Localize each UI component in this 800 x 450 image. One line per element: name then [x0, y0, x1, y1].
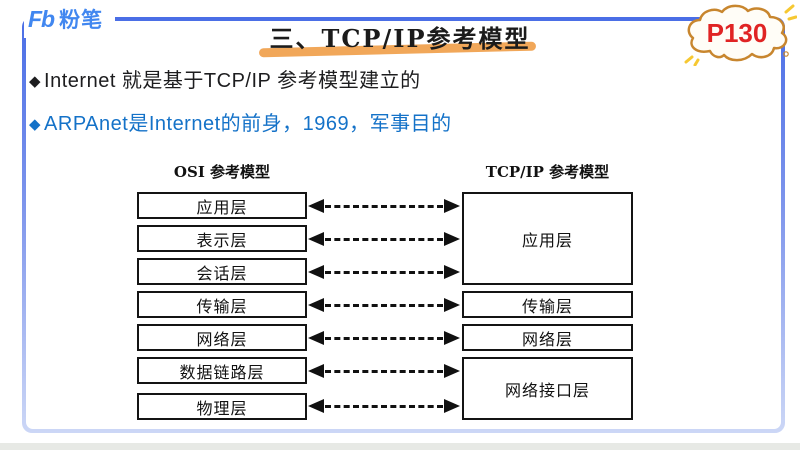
fenbi-logo-icon: Fb — [28, 5, 55, 32]
sparkle-icon — [784, 4, 795, 14]
arrowhead-left-icon — [308, 298, 324, 312]
tcpip-layer-transport: 传输层 — [462, 291, 633, 318]
fenbi-logo-text: 粉笔 — [59, 9, 104, 32]
diamond-bullet-icon: ◆ — [29, 116, 42, 133]
comparison-arrow — [308, 231, 460, 247]
osi-model-header: OSI 参考模型 — [173, 163, 271, 181]
sparkle-icon — [787, 15, 797, 21]
cloud-dot-icon — [783, 51, 789, 57]
dashed-line — [325, 237, 443, 241]
arrowhead-right-icon — [444, 364, 460, 378]
dashed-line — [325, 336, 443, 340]
osi-layer-session: 会话层 — [137, 258, 307, 285]
arrowhead-right-icon — [444, 199, 460, 213]
cloud-outline-icon — [687, 4, 788, 62]
arrowhead-right-icon — [444, 232, 460, 246]
tcpip-layer-application: 应用层 — [462, 192, 633, 285]
comparison-arrow — [308, 330, 460, 346]
bottom-edge-strip — [0, 443, 800, 450]
page-badge-label: P130 — [707, 18, 768, 48]
tcpip-layer-network: 网络层 — [462, 324, 633, 351]
bullet-arpanet-text: ARPAnet是Internet的前身，1969，军事目的 — [44, 113, 452, 135]
sparkle-icon — [693, 58, 700, 66]
arrowhead-left-icon — [308, 265, 324, 279]
diamond-bullet-icon: ◆ — [29, 73, 42, 90]
osi-layer-datalink: 数据链路层 — [137, 357, 307, 384]
slide-title-text: 三、TCP/IP参考模型 — [269, 24, 531, 53]
arrowhead-left-icon — [308, 199, 324, 213]
arrowhead-right-icon — [444, 399, 460, 413]
arrowhead-left-icon — [308, 364, 324, 378]
bullet-arpanet: ◆ ARPAnet是Internet的前身，1969，军事目的 — [29, 107, 452, 136]
arrowhead-right-icon — [444, 265, 460, 279]
tcpip-model-header: TCP/IP 参考模型 — [485, 163, 610, 181]
arrowhead-right-icon — [444, 298, 460, 312]
fenbi-logo: Fb 粉笔 — [24, 2, 116, 38]
comparison-arrow — [308, 363, 460, 379]
page-badge: P130 — [684, 4, 797, 66]
title-area: 三、TCP/IP参考模型 — [0, 19, 800, 58]
tcpip-layer-network-interface: 网络接口层 — [462, 357, 633, 420]
arrowhead-right-icon — [444, 331, 460, 345]
slide-title: 三、TCP/IP参考模型 — [259, 19, 537, 58]
osi-layer-physical: 物理层 — [137, 393, 307, 420]
dashed-line — [325, 204, 443, 208]
osi-layer-application: 应用层 — [137, 192, 307, 219]
dashed-line — [325, 369, 443, 373]
sparkle-icon — [684, 55, 694, 64]
osi-layer-transport: 传输层 — [137, 291, 307, 318]
comparison-arrow — [308, 297, 460, 313]
dashed-line — [325, 270, 443, 274]
arrowhead-left-icon — [308, 232, 324, 246]
osi-layer-network: 网络层 — [137, 324, 307, 351]
comparison-arrow — [308, 264, 460, 280]
dashed-line — [325, 303, 443, 307]
dashed-line — [325, 404, 443, 408]
comparison-arrow — [308, 198, 460, 214]
arrowhead-left-icon — [308, 399, 324, 413]
osi-layer-presentation: 表示层 — [137, 225, 307, 252]
comparison-arrow — [308, 398, 460, 414]
bullet-internet-text: Internet 就是基于TCP/IP 参考模型建立的 — [44, 70, 421, 92]
bullet-internet: ◆ Internet 就是基于TCP/IP 参考模型建立的 — [29, 64, 421, 93]
arrowhead-left-icon — [308, 331, 324, 345]
